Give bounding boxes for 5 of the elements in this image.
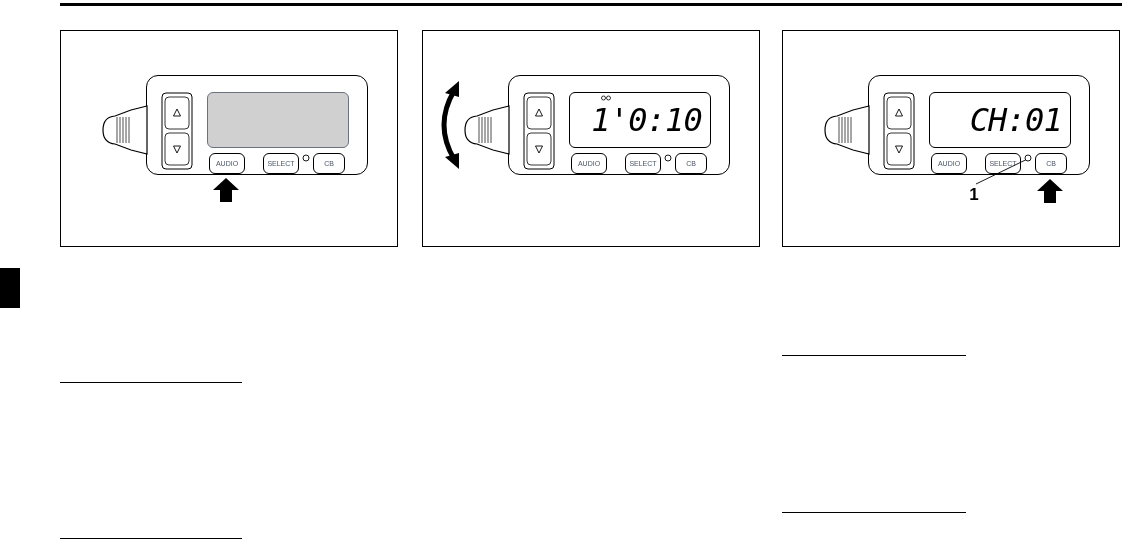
lcd-display: [207, 92, 349, 148]
lcd-display: CH:01: [929, 92, 1071, 148]
lcd-display: 1'0:10: [569, 92, 711, 148]
indicator-light: [1024, 154, 1032, 162]
callout-number: 1: [966, 183, 982, 205]
